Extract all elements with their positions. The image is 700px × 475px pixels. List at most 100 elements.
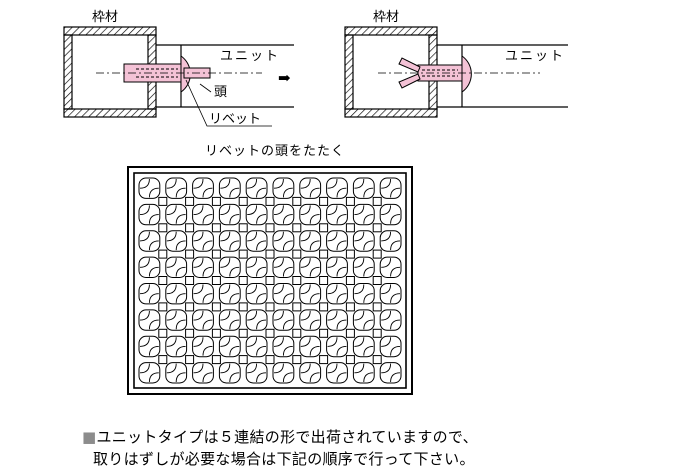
grid-arc (220, 310, 240, 330)
grid-connector (319, 223, 329, 233)
left-detail: 枠材 ユニット 頭 リベット (63, 10, 294, 127)
grid-arc (273, 178, 293, 198)
grid-cell (192, 283, 214, 305)
grid-cell (218, 362, 241, 384)
grid-connector (158, 328, 168, 338)
grid-arc (166, 363, 186, 383)
grid-cell (245, 230, 268, 252)
grid-cell (272, 335, 295, 358)
grid-arc (247, 337, 267, 356)
grid-cell (379, 203, 402, 226)
grid-cell (138, 309, 161, 331)
grid-connector (292, 355, 302, 365)
grid-connector (158, 249, 168, 259)
grid-arc (300, 310, 320, 330)
grid-connector (238, 276, 248, 285)
grid-arc (273, 310, 293, 330)
grid-arc (327, 337, 347, 356)
grid-connector (345, 276, 355, 285)
grid-cell (245, 256, 268, 279)
grid-arc (300, 205, 320, 224)
grid-arc (354, 284, 374, 303)
grid-cell (326, 230, 348, 252)
grid-arc (193, 231, 213, 251)
grid-arc (193, 337, 213, 356)
grid-cell (138, 177, 161, 199)
grid-connector (158, 276, 168, 285)
diagram: 枠材 ユニット 頭 リベット ➡ リベットの頭を (63, 10, 568, 395)
grid-cell (245, 203, 268, 226)
grid-cell (272, 256, 295, 279)
grid-arc (273, 363, 293, 383)
grid-cells (138, 177, 402, 384)
grid-cell (379, 362, 402, 384)
grid-cell (218, 256, 241, 279)
grid-arc (327, 363, 347, 383)
grid-cell (138, 203, 161, 226)
grid-cell (138, 230, 161, 252)
grid-connector (158, 223, 168, 233)
grid-connector (292, 302, 302, 312)
grid-cell (299, 230, 322, 252)
grid-arc (300, 284, 320, 303)
grid-cell (192, 203, 214, 226)
grid-cell (326, 203, 348, 226)
grid-connector (345, 223, 355, 233)
grid-connector (319, 276, 329, 285)
grid-connector (238, 302, 248, 312)
grid-arc (166, 284, 186, 303)
grid-arc (166, 310, 186, 330)
grid-arc (220, 178, 240, 198)
grid-connector (265, 355, 275, 365)
grid-cell (218, 230, 241, 252)
grid-connector (319, 249, 329, 259)
grid-cell (245, 335, 268, 358)
grid-arc (273, 231, 293, 251)
grid-cell (192, 256, 214, 279)
grid-connector (372, 196, 382, 206)
grid-connector (158, 196, 168, 206)
grid-connector (265, 302, 275, 312)
grid-arc (327, 205, 347, 224)
grid-connector (211, 355, 221, 365)
grid-arc (193, 205, 213, 224)
grid-cell (192, 362, 214, 384)
grid-arc (193, 258, 213, 277)
grid-cell (352, 203, 375, 226)
left-rivet (123, 55, 211, 93)
grid-connector (265, 276, 275, 285)
grid-cell (138, 256, 161, 279)
grid-arc (247, 178, 267, 198)
grid-cell (299, 177, 322, 199)
grid-connector (185, 196, 195, 206)
grid-arc (166, 178, 186, 198)
grid-arc (381, 363, 401, 383)
grid-connector (292, 328, 302, 338)
grid-cell (352, 335, 375, 358)
grid-cell (326, 177, 348, 199)
right-rivet (398, 55, 472, 93)
grid-cell (299, 283, 322, 305)
step-caption: リベットの頭をたたく (205, 144, 345, 159)
grid-connector (211, 196, 221, 206)
grid-arc (273, 337, 293, 356)
grid-connector (319, 355, 329, 365)
left-frame-label: 枠材 (92, 10, 118, 25)
grid-arc (193, 284, 213, 303)
grid-connector (185, 302, 195, 312)
grid-arc (220, 363, 240, 383)
grid-arc (220, 284, 240, 303)
grid-cell (138, 362, 161, 384)
grid-arc (381, 284, 401, 303)
grid-connector (372, 223, 382, 233)
grid-arc (139, 337, 159, 356)
grid-cell (192, 230, 214, 252)
grid-arc (247, 284, 267, 303)
grid-arc (220, 231, 240, 251)
grid-connector (372, 355, 382, 365)
grid-connector (292, 223, 302, 233)
grid-connector (185, 355, 195, 365)
grid-cell (272, 230, 295, 252)
note-text-1: ユニットタイプは５連結の形で出荷されていますので、 (96, 428, 478, 446)
left-unit-label: ユニット (220, 49, 280, 64)
